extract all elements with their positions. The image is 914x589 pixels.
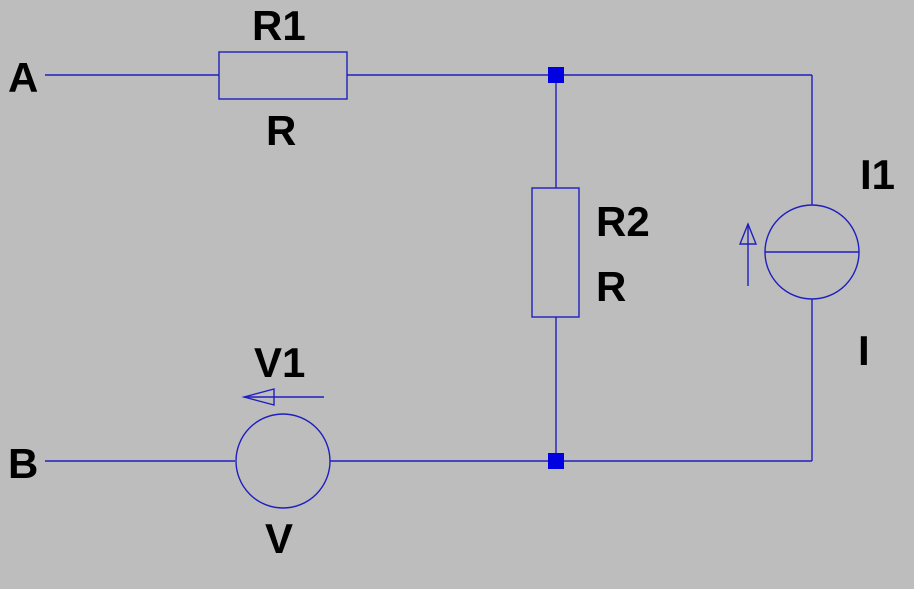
wires — [45, 74, 813, 462]
r2-name-label: R2 — [596, 198, 650, 245]
resistor-r2[interactable] — [531, 187, 580, 318]
current-direction-arrow-icon — [738, 222, 758, 286]
v1-name-label: V1 — [254, 339, 305, 386]
node-label-b: B — [8, 440, 38, 487]
r2-value-label: R — [596, 263, 626, 310]
i1-value-label: I — [858, 327, 870, 374]
junction-top — [548, 67, 564, 83]
node-label-a: A — [8, 54, 38, 101]
r1-name-label: R1 — [252, 2, 306, 49]
r1-value-label: R — [266, 107, 296, 154]
v1-value-label: V — [265, 515, 293, 562]
resistor-r1[interactable] — [218, 51, 348, 100]
i1-name-label: I1 — [860, 151, 895, 198]
voltage-source-v1[interactable] — [235, 413, 331, 509]
junction-bottom — [548, 453, 564, 469]
current-source-i1[interactable] — [764, 204, 860, 300]
voltage-direction-arrow-icon — [241, 388, 324, 406]
